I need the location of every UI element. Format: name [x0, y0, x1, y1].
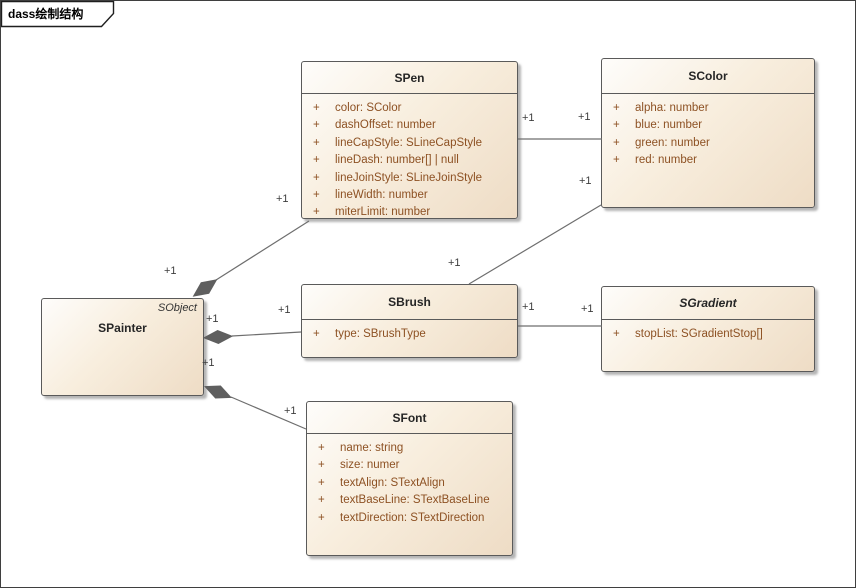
class-spainter-stereotype: SObject — [157, 302, 197, 314]
class-sfont[interactable]: SFont + name: string + size: numer + textAl… — [306, 401, 513, 556]
attribute-row: + size: numer — [307, 457, 512, 474]
attribute-text: textAlign: STextAlign — [340, 476, 445, 489]
class-sfont-attributes: + name: string + size: numer + textAlign: S… — [307, 434, 512, 527]
attribute-text: lineDash: number[] | null — [335, 154, 459, 167]
class-scolor[interactable]: SColor + alpha: number + blue: number + gre… — [601, 58, 815, 208]
multiplicity-label: +1 — [578, 111, 591, 123]
attribute-text: miterLimit: number — [335, 206, 431, 219]
attribute-text: dashOffset: number — [335, 119, 436, 132]
visibility-marker: + — [313, 102, 320, 114]
frame-tab: dass绘制结构 — [1, 1, 115, 28]
class-sfont-title: SFont — [307, 402, 512, 434]
multiplicity-label: +1 — [579, 175, 592, 187]
visibility-marker: + — [318, 459, 325, 472]
attribute-row: + lineDash: number[] | null — [302, 152, 517, 169]
visibility-marker: + — [613, 136, 620, 149]
attribute-row: + lineCapStyle: SLineCapStyle — [302, 135, 517, 152]
class-sgradient-attributes: + stopList: SGradientStop[] — [602, 320, 814, 343]
composition-spainter-spen[interactable] — [192, 220, 310, 297]
class-spen[interactable]: SPen + color: SColor + dashOffset: number … — [301, 61, 518, 219]
attribute-text: color: SColor — [335, 102, 402, 114]
attribute-text: lineJoinStyle: SLineJoinStyle — [335, 171, 483, 184]
attribute-row: + lineWidth: number — [302, 187, 517, 204]
visibility-marker: + — [318, 442, 325, 454]
class-spen-title: SPen — [302, 62, 517, 94]
attribute-text: alpha: number — [635, 102, 709, 114]
visibility-marker: + — [313, 136, 320, 149]
class-sgradient[interactable]: SGradient + stopList: SGradientStop[] — [601, 286, 815, 372]
visibility-marker: + — [313, 328, 320, 340]
attribute-text: green: number — [635, 136, 710, 149]
attribute-row: + color: SColor — [302, 100, 517, 117]
visibility-marker: + — [318, 494, 325, 507]
multiplicity-label: +1 — [164, 265, 177, 277]
visibility-marker: + — [613, 328, 620, 340]
class-spen-attributes: + color: SColor + dashOffset: number + line… — [302, 94, 517, 222]
visibility-marker: + — [313, 119, 320, 132]
class-sgradient-title: SGradient — [602, 287, 814, 320]
attribute-text: stopList: SGradientStop[] — [635, 328, 763, 340]
multiplicity-label: +1 — [581, 303, 594, 315]
attribute-text: type: SBrushType — [335, 328, 426, 340]
multiplicity-label: +1 — [522, 301, 535, 313]
attribute-text: blue: number — [635, 119, 703, 132]
composition-diamond — [192, 279, 218, 297]
multiplicity-label: +1 — [448, 257, 461, 269]
attribute-text: lineWidth: number — [335, 189, 428, 202]
multiplicity-label: +1 — [206, 313, 219, 325]
composition-diamond — [204, 385, 232, 399]
attribute-text: textBaseLine: STextBaseLine — [340, 494, 490, 507]
class-scolor-attributes: + alpha: number + blue: number + green: num… — [602, 94, 814, 170]
attribute-row: + textBaseLine: STextBaseLine — [307, 492, 512, 509]
class-spainter[interactable]: SObject SPainter — [41, 298, 204, 396]
attribute-text: lineCapStyle: SLineCapStyle — [335, 136, 483, 149]
attribute-text: red: number — [635, 154, 698, 167]
attribute-row: + green: number — [602, 135, 814, 152]
attribute-row: + dashOffset: number — [302, 117, 517, 134]
attribute-row: + stopList: SGradientStop[] — [602, 326, 814, 343]
composition-diamond — [202, 329, 234, 345]
visibility-marker: + — [318, 511, 325, 524]
multiplicity-label: +1 — [522, 112, 535, 124]
class-sbrush-attributes: + type: SBrushType — [302, 320, 517, 343]
attribute-row: + textDirection: STextDirection — [307, 510, 512, 527]
visibility-marker: + — [318, 476, 325, 489]
class-spainter-name: SPainter — [98, 321, 147, 335]
multiplicity-label: +1 — [284, 405, 297, 417]
attribute-row: + blue: number — [602, 117, 814, 134]
frame-tab-shape — [1, 1, 115, 28]
attribute-row: + red: number — [602, 152, 814, 169]
attribute-text: textDirection: STextDirection — [340, 511, 485, 524]
attribute-row: + name: string — [307, 440, 512, 457]
visibility-marker: + — [313, 154, 320, 167]
attribute-row: + alpha: number — [602, 100, 814, 117]
class-sbrush[interactable]: SBrush + type: SBrushType — [301, 284, 518, 358]
multiplicity-label: +1 — [202, 357, 215, 369]
visibility-marker: + — [613, 154, 620, 167]
frame-tab-label: dass绘制结构 — [8, 7, 84, 21]
class-scolor-title: SColor — [602, 59, 814, 94]
class-sbrush-title: SBrush — [302, 285, 517, 320]
attribute-text: size: numer — [340, 459, 400, 472]
composition-spainter-sbrush[interactable] — [202, 329, 302, 345]
attribute-row: + miterLimit: number — [302, 204, 517, 221]
attribute-row: + type: SBrushType — [302, 326, 517, 343]
multiplicity-label: +1 — [276, 193, 289, 205]
visibility-marker: + — [313, 189, 320, 202]
attribute-row: + lineJoinStyle: SLineJoinStyle — [302, 170, 517, 187]
visibility-marker: + — [613, 119, 620, 132]
visibility-marker: + — [313, 171, 320, 184]
visibility-marker: + — [613, 102, 620, 114]
attribute-row: + textAlign: STextAlign — [307, 475, 512, 492]
visibility-marker: + — [313, 206, 320, 219]
multiplicity-label: +1 — [278, 304, 291, 316]
attribute-text: name: string — [340, 442, 404, 454]
